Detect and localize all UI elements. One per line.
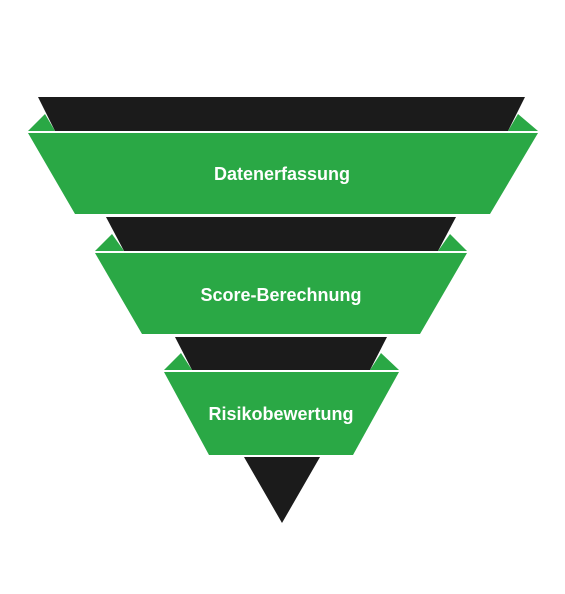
stage-2-back-band xyxy=(106,217,456,251)
stage-3-back-band xyxy=(175,337,387,370)
stage-1-left-fold xyxy=(28,114,55,131)
funnel-stage-3: Risikobewertung xyxy=(164,337,399,455)
stage-2-right-fold xyxy=(438,234,467,251)
stage-2-front-band xyxy=(95,253,467,334)
stage-1-back-band xyxy=(38,97,525,131)
stage-3-right-fold xyxy=(370,353,399,370)
stage-3-label: Risikobewertung xyxy=(208,404,353,424)
funnel-tip xyxy=(244,457,320,523)
stage-3-front-band xyxy=(164,372,399,455)
stage-2-left-fold xyxy=(95,234,124,251)
stage-1-front-band xyxy=(28,133,538,214)
funnel-stage-1: Datenerfassung xyxy=(28,97,538,214)
stage-1-right-fold xyxy=(508,114,538,131)
funnel-stage-2: Score-Berechnung xyxy=(95,217,467,334)
stage-3-left-fold xyxy=(164,353,192,370)
stage-2-label: Score-Berechnung xyxy=(200,285,361,305)
stage-1-label: Datenerfassung xyxy=(214,164,350,184)
